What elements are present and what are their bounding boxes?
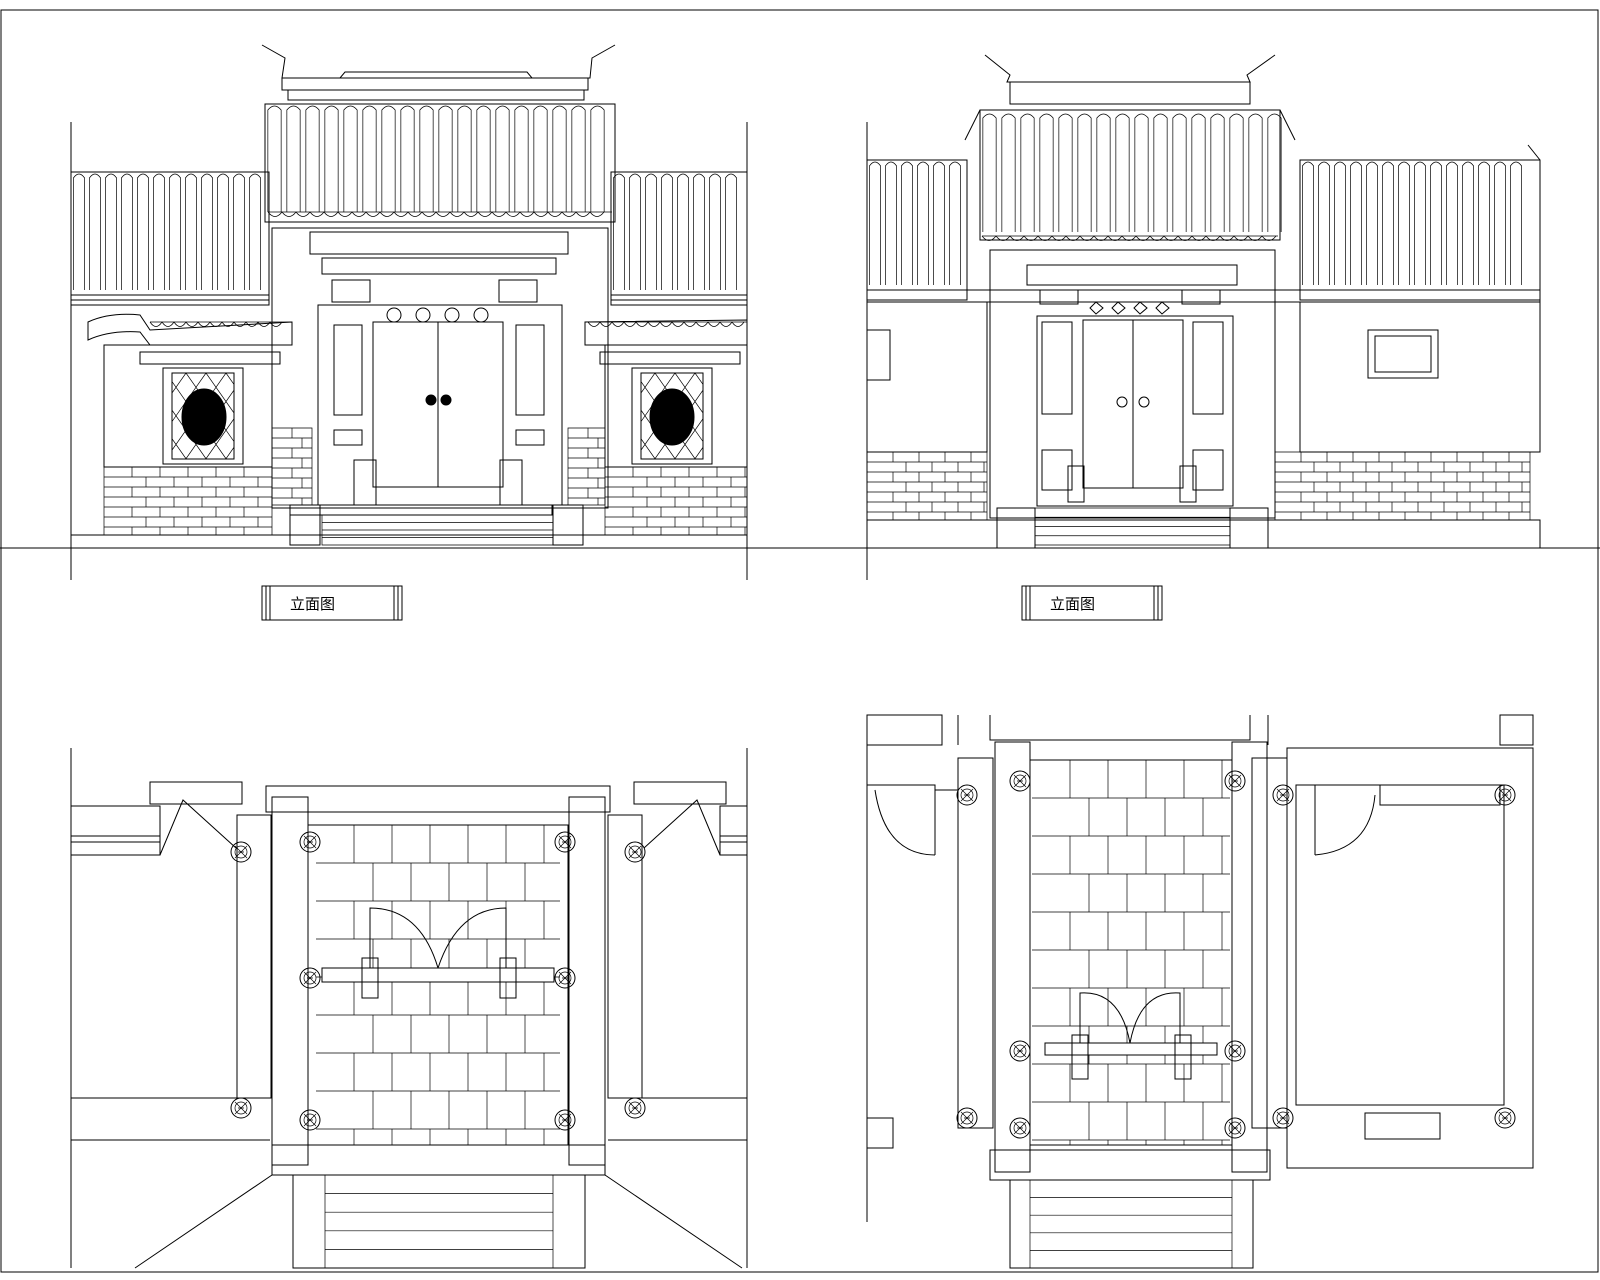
brick-pattern: [104, 467, 272, 535]
stair-treads: [1030, 1180, 1232, 1268]
column-base-icon: [1273, 1108, 1293, 1128]
floor-plan-right: [867, 715, 1533, 1268]
column-base-icon: [555, 832, 575, 852]
eave-tiles: [588, 322, 747, 327]
brick-pattern: [568, 428, 605, 505]
roof-tiles: [73, 174, 260, 290]
eave-tiles: [982, 236, 1278, 241]
column-base-icon: [1010, 1118, 1030, 1138]
column-base-markers: [957, 771, 1515, 1138]
column-base-icon: [1010, 1041, 1030, 1061]
roof-tiles: [983, 114, 1281, 232]
elevation-title-right: 立面图: [1050, 595, 1095, 613]
front-elevation-left: [26, 45, 835, 580]
paving-pattern: [316, 825, 560, 1145]
stair-treads: [322, 515, 553, 545]
column-base-icon: [231, 842, 251, 862]
brick-pattern: [272, 428, 312, 505]
roof-tiles: [613, 174, 736, 290]
column-base-icon: [555, 968, 575, 988]
brick-pattern: [867, 452, 987, 520]
column-base-markers: [231, 832, 645, 1130]
column-base-icon: [231, 1098, 251, 1118]
sheet-frame: [0, 10, 1600, 1272]
stair-treads: [1035, 508, 1230, 545]
column-base-icon: [1010, 771, 1030, 791]
column-base-icon: [555, 1110, 575, 1130]
brick-pattern: [605, 467, 747, 535]
stair-treads: [325, 1175, 553, 1268]
title-plate-right: 立面图: [1022, 586, 1162, 620]
eave-tiles: [150, 322, 292, 327]
elevation-title-left: 立面图: [290, 595, 335, 613]
roof-tiles: [869, 162, 960, 285]
front-elevation-right: [867, 55, 1540, 580]
column-base-icon: [1225, 1041, 1245, 1061]
roof-tiles: [1302, 162, 1521, 285]
column-base-icon: [1225, 771, 1245, 791]
paving-pattern: [1032, 760, 1230, 1145]
column-base-icon: [957, 1108, 977, 1128]
column-base-icon: [300, 832, 320, 852]
column-base-icon: [625, 1098, 645, 1118]
column-base-icon: [1273, 785, 1293, 805]
column-base-icon: [1225, 1118, 1245, 1138]
roof-tiles: [268, 106, 604, 212]
floor-plan-left: [71, 748, 747, 1268]
column-base-icon: [300, 1110, 320, 1130]
column-base-icon: [1495, 785, 1515, 805]
column-base-icon: [1495, 1108, 1515, 1128]
column-base-icon: [625, 842, 645, 862]
brick-pattern: [1275, 452, 1530, 520]
column-base-icon: [957, 785, 977, 805]
column-base-icon: [300, 968, 320, 988]
title-plate-left: 立面图: [262, 586, 402, 620]
eave-tiles: [268, 212, 612, 217]
